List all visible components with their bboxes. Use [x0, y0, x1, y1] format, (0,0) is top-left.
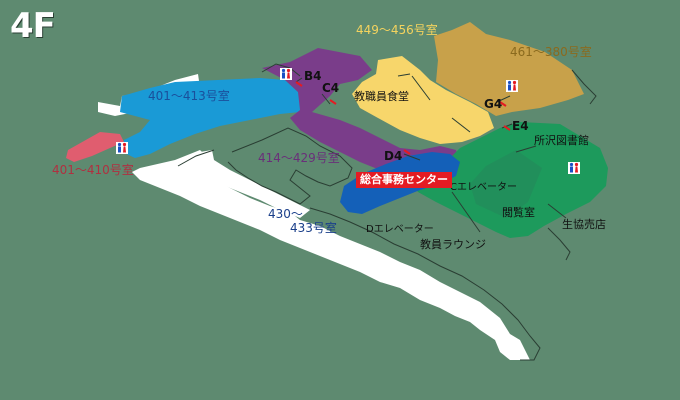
restroom-icon: [506, 80, 518, 92]
stair-b4-marker: [295, 81, 303, 87]
restroom-icon: [568, 162, 580, 174]
leader-lines: [295, 73, 567, 233]
label-reading-room: 閲覧室: [502, 205, 535, 219]
label-library: 所沢図書館: [534, 133, 589, 147]
label-stair-e4: E4: [512, 119, 529, 133]
label-room-449-456: 449～456号室: [356, 22, 438, 37]
general-office-badge: 総合事務センター: [356, 172, 452, 188]
zone-401-413: [120, 78, 310, 158]
building-outlines: [177, 63, 597, 361]
stair-e4-marker: [503, 125, 511, 131]
label-room-401-413: 401～413号室: [148, 88, 230, 103]
label-room-430-433-line2: 433号室: [290, 220, 337, 235]
label-room-461-380: 461～380号室: [510, 44, 592, 59]
label-staff-lounge: 教員ラウンジ: [420, 238, 486, 251]
label-stair-b4: B4: [304, 69, 322, 83]
zone-461-380: [434, 22, 584, 116]
restroom-icon: [280, 68, 292, 80]
restroom-icon: [116, 142, 128, 154]
label-coop-store: 生協売店: [562, 217, 606, 231]
zone-414-429: [262, 48, 458, 174]
label-elevator-c: Cエレベーター: [450, 181, 517, 193]
label-room-414-429: 414～429号室: [258, 150, 340, 165]
label-elevator-d: Dエレベーター: [366, 223, 434, 235]
floor-title: 4F: [10, 6, 56, 46]
label-room-401-410: 401～410号室: [52, 162, 134, 177]
stair-c4-marker: [329, 99, 337, 105]
zone-library: [410, 122, 608, 238]
zone-401-410: [66, 132, 124, 162]
label-room-430-433-line1: 430～: [268, 207, 303, 221]
zone-449-456: [352, 56, 494, 144]
stair-g4-marker: [499, 101, 507, 107]
label-stair-c4: C4: [322, 81, 339, 95]
reading-room-block: [470, 150, 542, 218]
corridor-main-band-upper: [178, 150, 310, 218]
label-stair-g4: G4: [484, 97, 502, 111]
corridor-main-band: [132, 150, 530, 360]
stair-d4-marker: [403, 149, 411, 155]
label-staff-cafeteria: 教職員食堂: [354, 89, 409, 103]
stair-markers: [295, 81, 511, 155]
label-stair-d4: D4: [384, 149, 402, 163]
